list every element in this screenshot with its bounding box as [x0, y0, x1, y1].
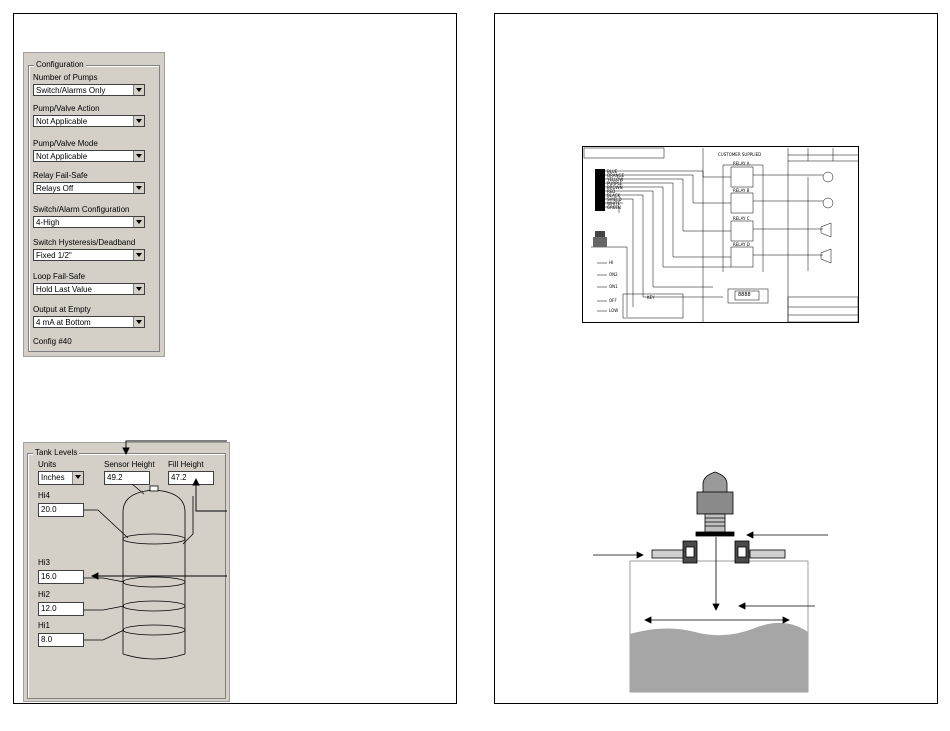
chevron-down-icon[interactable]	[133, 250, 144, 260]
fill-height-arrow	[195, 481, 227, 512]
config-number: Config #40	[33, 337, 72, 346]
sensor-gasket	[695, 531, 735, 537]
units-label: Units	[38, 460, 57, 469]
hi2-label: Hi2	[38, 590, 51, 599]
number-of-pumps-select[interactable]: Switch/Alarms Only	[33, 84, 145, 96]
tank-levels-group-title: Tank Levels	[33, 447, 80, 459]
switch-hysteresis-label: Switch Hysteresis/Deadband	[33, 238, 136, 247]
sensor-installation-drawing	[593, 471, 828, 693]
right-pipe	[749, 549, 786, 559]
chevron-down-icon[interactable]	[133, 151, 144, 161]
wiring-lines	[583, 147, 859, 323]
hi1-input[interactable]: 8.0	[38, 633, 84, 647]
chevron-down-icon[interactable]	[133, 116, 144, 126]
chevron-down-icon[interactable]	[133, 284, 144, 294]
tank-sensor-cap	[149, 485, 159, 492]
sensor-height-label: Sensor Height	[104, 460, 155, 469]
chevron-down-icon[interactable]	[133, 85, 144, 95]
pump-valve-action-select[interactable]: Not Applicable	[33, 115, 145, 127]
hi4-input[interactable]: 20.0	[38, 503, 84, 517]
customer-supplied-label: CUSTOMER SUPPLIED	[718, 152, 762, 157]
configuration-panel: Configuration Number of Pumps Switch/Ala…	[23, 52, 165, 357]
chevron-down-icon[interactable]	[133, 317, 144, 327]
number-of-pumps-label: Number of Pumps	[33, 73, 98, 82]
fill-leader	[182, 496, 194, 545]
configuration-group: Configuration Number of Pumps Switch/Ala…	[28, 59, 160, 352]
fill-height-label: Fill Height	[168, 460, 204, 469]
tank-levels-group: Tank Levels Units Inches Sensor Height 4…	[27, 447, 226, 699]
right-page: CUSTOMER SUPPLIED BLUE ORANGE YELLOW PUR…	[494, 13, 938, 704]
left-callout-arrows	[90, 440, 227, 580]
hi3-input[interactable]: 16.0	[38, 570, 84, 584]
liquid-surface	[630, 622, 808, 692]
configuration-group-title: Configuration	[34, 59, 86, 71]
pump-valve-mode-label: Pump/Valve Mode	[33, 139, 98, 148]
fill-height-input[interactable]: 47.2	[168, 471, 214, 485]
sensor-head	[702, 471, 728, 495]
tank-hi4-ring	[122, 533, 186, 545]
controller-display: 8888	[738, 292, 751, 298]
sensor-thread	[704, 513, 726, 533]
tank-levels-panel: Tank Levels Units Inches Sensor Height 4…	[23, 442, 230, 702]
pump-valve-mode-select[interactable]: Not Applicable	[33, 150, 145, 162]
sensor-body	[696, 491, 734, 515]
units-select[interactable]: Inches	[38, 471, 84, 485]
hi2-leader	[84, 605, 125, 611]
switch-hysteresis-select[interactable]: Fixed 1/2"	[33, 249, 145, 261]
hi3-leader	[84, 577, 125, 583]
wiring-diagram: CUSTOMER SUPPLIED BLUE ORANGE YELLOW PUR…	[582, 146, 859, 323]
hi1-leader	[84, 629, 125, 641]
hi2-input[interactable]: 12.0	[38, 602, 84, 616]
tank-bottom	[122, 653, 186, 660]
relay-fail-safe-label: Relay Fail-Safe	[33, 171, 88, 180]
sensor-height-arrow	[125, 440, 227, 451]
left-page: Configuration Number of Pumps Switch/Ala…	[13, 13, 457, 704]
chevron-down-icon[interactable]	[133, 183, 144, 193]
hi4-leader	[84, 509, 129, 539]
output-at-empty-label: Output at Empty	[33, 305, 91, 314]
sensor-height-input[interactable]: 49.2	[104, 471, 150, 485]
sensor-leader	[131, 483, 145, 495]
loop-fail-safe-label: Loop Fail-Safe	[33, 272, 86, 281]
key-title: KEY	[647, 295, 655, 300]
hi1-label: Hi1	[38, 621, 51, 630]
switch-alarm-configuration-label: Switch/Alarm Configuration	[33, 205, 130, 214]
chevron-down-icon[interactable]	[72, 472, 83, 484]
tank-drawing	[84, 483, 194, 660]
hi3-label: Hi3	[38, 558, 51, 567]
tank-hi1-ring	[122, 624, 186, 636]
pump-valve-action-label: Pump/Valve Action	[33, 104, 100, 113]
chevron-down-icon[interactable]	[133, 217, 144, 227]
hi4-label: Hi4	[38, 491, 51, 500]
relay-fail-safe-select[interactable]: Relays Off	[33, 182, 145, 194]
output-at-empty-select[interactable]: 4 mA at Bottom	[33, 316, 145, 328]
loop-fail-safe-select[interactable]: Hold Last Value	[33, 283, 145, 295]
left-pipe	[651, 549, 688, 559]
switch-alarm-configuration-select[interactable]: 4-High	[33, 216, 145, 228]
